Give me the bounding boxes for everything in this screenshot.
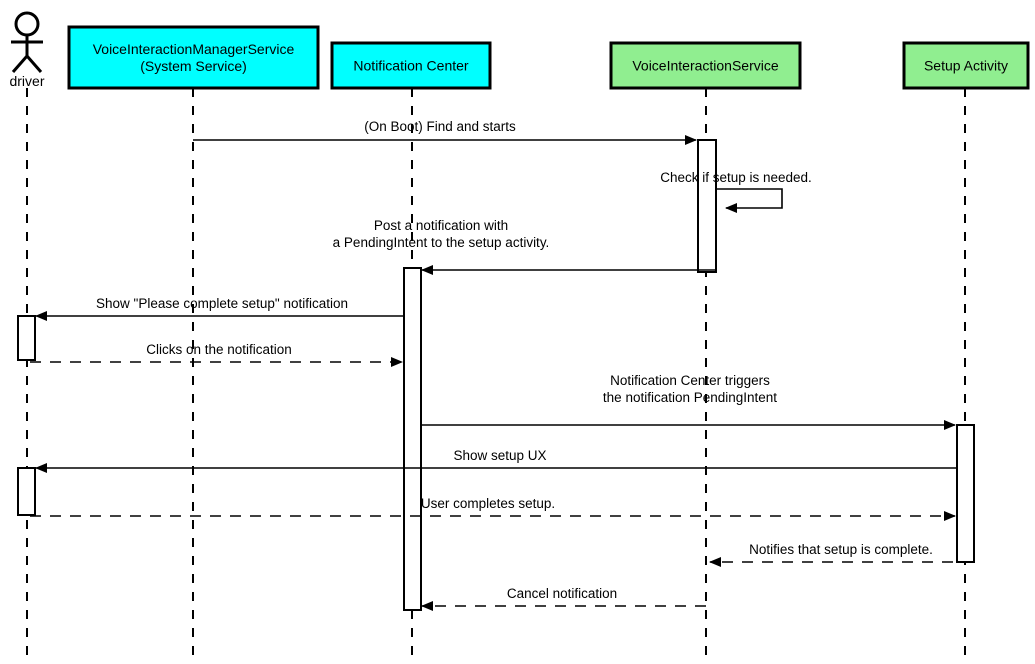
message-m10[interactable]: Cancel notification — [421, 586, 706, 611]
participant-label-vis: VoiceInteractionService — [632, 58, 779, 74]
message-m9[interactable]: Notifies that setup is complete. — [709, 542, 973, 567]
message-label-m2: Check if setup is needed. — [660, 170, 812, 185]
actor-body-icon — [11, 35, 43, 73]
activation-bar-driver — [17, 467, 36, 516]
message-m1[interactable]: (On Boot) Find and starts — [193, 119, 697, 145]
actor-head-icon — [14, 11, 40, 37]
message-m4[interactable]: Show "Please complete setup" notificatio… — [35, 296, 404, 321]
message-label-m10: Cancel notification — [507, 586, 617, 601]
message-label-m9: Notifies that setup is complete. — [749, 542, 933, 557]
participant-box-notifcenter — [330, 41, 492, 90]
message-m6[interactable]: Notification Center triggers the notifica… — [420, 373, 956, 430]
message-label-m3: Post a notification with — [374, 218, 508, 233]
participant-label-vims: (System Service) — [140, 58, 247, 74]
participant-vims[interactable]: VoiceInteractionManagerService(System Se… — [67, 25, 320, 90]
activation-bar-setup — [956, 424, 975, 563]
participant-driver[interactable]: driver — [9, 11, 45, 89]
participant-label-notifcenter: Notification Center — [353, 58, 469, 74]
participant-notifcenter[interactable]: Notification Center — [330, 41, 492, 90]
lifelines-layer — [26, 88, 966, 662]
message-m5[interactable]: Clicks on the notification — [30, 342, 403, 367]
activation-bar-vis — [697, 139, 717, 273]
message-m8[interactable]: User completes setup. — [30, 496, 956, 521]
message-label-m6: the notification PendingIntent — [603, 390, 777, 405]
participant-label-driver: driver — [9, 73, 44, 89]
participant-box-vims — [67, 25, 320, 90]
participant-box-setup — [902, 41, 1030, 90]
message-label-m3: a PendingIntent to the setup activity. — [333, 235, 550, 250]
message-m7[interactable]: Show setup UX — [35, 448, 957, 473]
message-label-m5: Clicks on the notification — [146, 342, 292, 357]
message-label-m6: Notification Center triggers — [610, 373, 770, 388]
participant-label-setup: Setup Activity — [924, 58, 1008, 74]
message-label-m1: (On Boot) Find and starts — [364, 119, 516, 134]
message-label-m8: User completes setup. — [421, 496, 555, 511]
participant-label-vims: VoiceInteractionManagerService — [93, 41, 295, 57]
message-m3[interactable]: Post a notification with a PendingIntent … — [333, 218, 716, 275]
message-label-m4: Show "Please complete setup" notificatio… — [96, 296, 348, 311]
participant-box-vis — [609, 41, 802, 90]
activation-bars-layer — [17, 139, 975, 611]
participant-vis[interactable]: VoiceInteractionService — [609, 41, 802, 90]
participant-setup[interactable]: Setup Activity — [902, 41, 1030, 90]
message-m2[interactable]: Check if setup is needed. — [660, 170, 812, 213]
message-label-m7: Show setup UX — [453, 448, 546, 463]
activation-bar-driver — [17, 315, 36, 361]
activation-bar-notifcenter — [403, 267, 422, 611]
participant-headers-layer: driver VoiceInteractionManagerService(Sys… — [9, 11, 1030, 90]
message-arrow-m2 — [716, 188, 783, 213]
